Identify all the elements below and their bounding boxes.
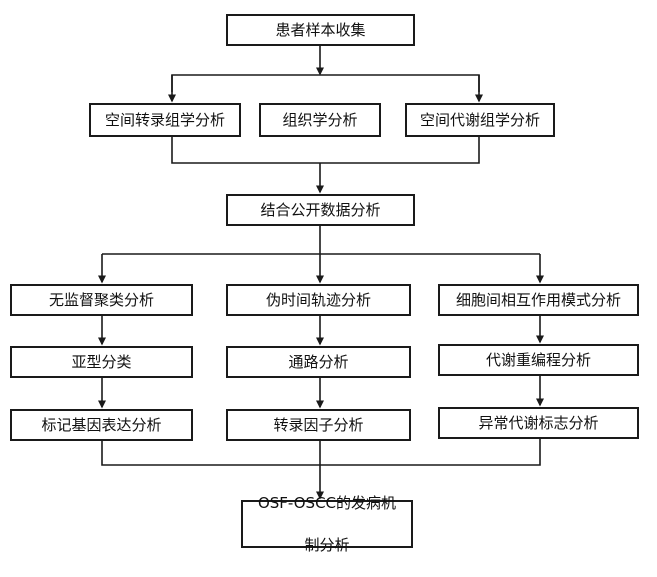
- box-subtype-label: 亚型分类: [71, 352, 132, 371]
- box-metabolic-marker-label: 异常代谢标志分析: [478, 413, 599, 432]
- line-connector-2: [171, 74, 480, 92]
- box-pseudotime: 伪时间轨迹分析: [226, 284, 411, 316]
- box-spatial-metabolomics: 空间代谢组学分析: [405, 103, 555, 137]
- flow-connectors: [98, 46, 544, 500]
- box-marker-gene: 标记基因表达分析: [10, 409, 193, 441]
- box-public-data-label: 结合公开数据分析: [260, 200, 381, 219]
- box-transcription-factor: 转录因子分析: [226, 409, 411, 441]
- box-transcription-factor-label: 转录因子分析: [273, 415, 364, 434]
- line-connector-18: [101, 439, 541, 466]
- box-public-data: 结合公开数据分析: [226, 194, 415, 226]
- box-marker-gene-label: 标记基因表达分析: [41, 415, 162, 434]
- box-sample-collection: 患者样本收集: [226, 14, 415, 46]
- box-spatial-transcriptomics-label: 空间转录组学分析: [104, 110, 225, 129]
- box-pseudotime-label: 伪时间轨迹分析: [265, 290, 371, 309]
- box-spatial-metabolomics-label: 空间代谢组学分析: [419, 110, 540, 129]
- box-unsupervised-clustering: 无监督聚类分析: [10, 284, 193, 316]
- line-connector-5: [171, 137, 480, 164]
- box-pathway-label: 通路分析: [288, 352, 349, 371]
- box-osf-oscc-mechanism: OSF-OSCC的发病机 制分析: [241, 494, 413, 554]
- box-histology-label: 组织学分析: [282, 110, 358, 129]
- box-osf-oscc-mechanism-text: OSF-OSCC的发病机 制分析: [258, 472, 396, 577]
- box-metabolic-marker: 异常代谢标志分析: [438, 407, 639, 439]
- box-metabolic-reprogramming-label: 代谢重编程分析: [485, 350, 591, 369]
- box-cell-interaction-label: 细胞间相互作用模式分析: [455, 290, 621, 309]
- box-osf-oscc-mechanism-line2: 制分析: [304, 535, 350, 554]
- box-pathway: 通路分析: [226, 346, 411, 378]
- box-histology: 组织学分析: [259, 103, 381, 137]
- box-subtype: 亚型分类: [10, 346, 193, 378]
- box-osf-oscc-mechanism-line1: OSF-OSCC的发病机: [257, 493, 397, 512]
- box-unsupervised-clustering-label: 无监督聚类分析: [48, 290, 154, 309]
- box-spatial-transcriptomics: 空间转录组学分析: [89, 103, 241, 137]
- box-metabolic-reprogramming: 代谢重编程分析: [438, 344, 639, 376]
- box-sample-collection-label: 患者样本收集: [275, 20, 366, 39]
- box-cell-interaction: 细胞间相互作用模式分析: [438, 284, 639, 316]
